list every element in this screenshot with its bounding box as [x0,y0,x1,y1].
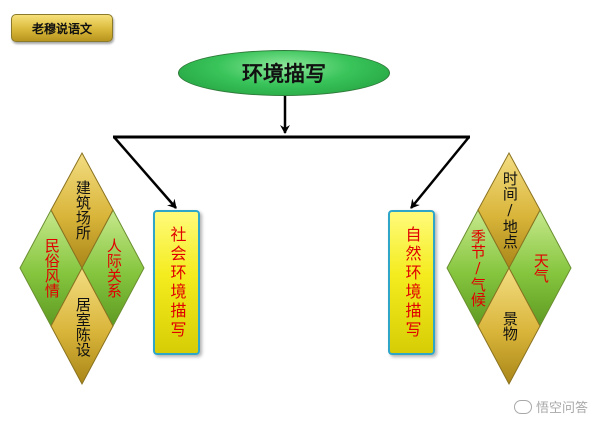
left-left-label-wrap: 民俗风情 [41,226,61,310]
left-diamond-bottom [50,266,114,386]
left-right-label: 人际关系 [104,238,123,298]
left-right-label-wrap: 人际关系 [103,226,123,310]
right-diamond-bottom [477,266,541,386]
right-top-label-wrap: 时间/地点 [499,160,519,260]
natural-environment-label: 自然环境描写 [402,225,422,340]
right-right-label-wrap: 天气 [530,240,550,296]
right-bottom-label: 景物 [500,311,519,341]
left-left-label: 民俗风情 [42,238,61,298]
right-right-label: 天气 [531,253,550,283]
right-top-label: 时间/地点 [500,171,519,249]
social-environment-box: 社会环境描写 [153,210,200,355]
right-left-label-wrap: 季节/气候 [467,222,487,314]
title-label: 环境描写 [242,61,326,86]
left-top-label-wrap: 建筑场所 [72,165,92,255]
arrow-to-social [113,136,177,209]
author-badge: 老穆说语文 [11,14,113,42]
natural-environment-box: 自然环境描写 [388,210,435,355]
arrow-to-natural [410,136,470,209]
left-top-label: 建筑场所 [73,180,92,240]
left-bottom-label: 居室陈设 [73,297,92,357]
social-environment-label: 社会环境描写 [167,225,187,340]
watermark: 悟空问答 [513,397,588,416]
author-badge-label: 老穆说语文 [31,21,92,36]
watermark-label: 悟空问答 [535,401,588,416]
right-bottom-label-wrap: 景物 [499,298,519,354]
left-bottom-label-wrap: 居室陈设 [72,284,92,370]
right-left-label: 季节/气候 [468,229,487,307]
chat-bubble-icon [513,399,532,414]
title-node: 环境描写 [178,50,390,96]
